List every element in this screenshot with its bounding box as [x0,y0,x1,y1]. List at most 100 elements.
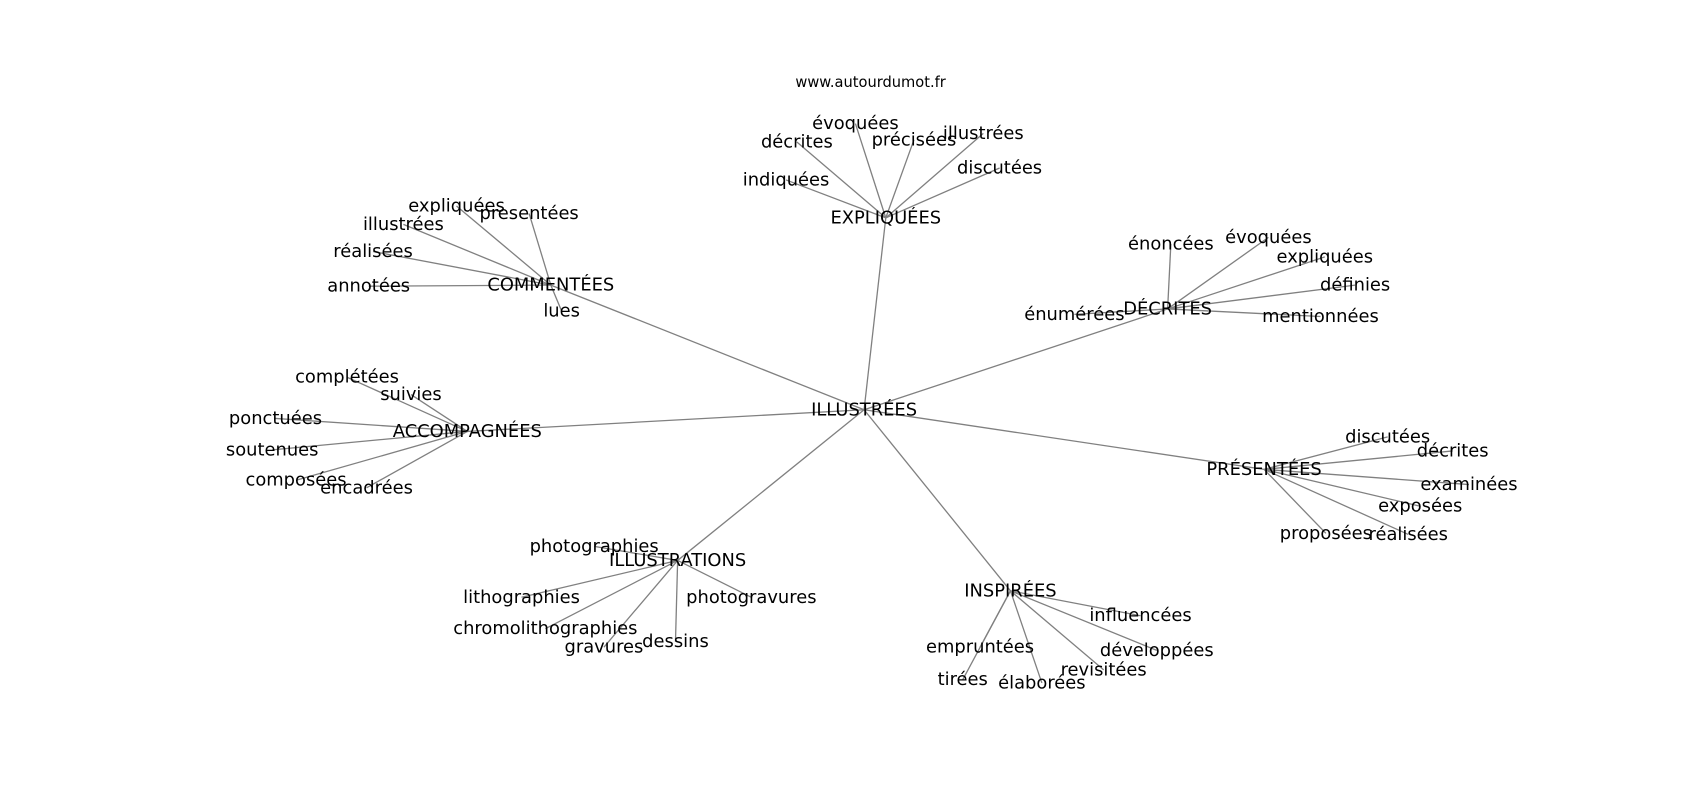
leaf-node-label[interactable]: photogravures [686,587,816,608]
edges [272,123,1470,684]
edge-hub-leaf [1264,468,1470,486]
edge-hub-leaf [366,430,468,489]
edge-center-hub [467,409,865,433]
leaf-node-label[interactable]: énumérées [1024,304,1124,325]
leaf-node-label[interactable]: ponctuées [229,408,322,429]
leaf-node-label[interactable]: décrites [1417,440,1489,461]
leaf-node-label[interactable]: illustrées [943,123,1024,144]
edge-hub-leaf [1263,468,1409,536]
edge-hub-leaf [1263,436,1388,471]
edge-center-hub [677,409,865,561]
leaf-node-label[interactable]: encadrées [320,477,413,498]
leaf-node-label[interactable]: composées [246,470,347,491]
edge-hub-leaf [885,139,915,219]
edge-center-hub [863,217,887,410]
edge-hub-leaf [1263,468,1421,507]
leaf-node-label[interactable]: évoquées [1225,227,1312,248]
edge-hub-leaf [1167,308,1321,318]
edge-hub-leaf [1009,590,1043,684]
hub-node-label[interactable]: PRÉSENTÉES [1206,458,1321,480]
leaf-node-label[interactable]: indiquées [743,169,830,190]
leaf-node-label[interactable]: lues [543,301,580,322]
leaf-node-label[interactable]: dessins [642,631,709,652]
hub-node-label[interactable]: DÉCRITES [1123,297,1212,319]
hub-node-label[interactable]: ACCOMPAGNÉES [393,420,542,442]
leaf-node-label[interactable]: exposées [1378,496,1462,517]
leaf-node-label[interactable]: annotées [327,276,410,297]
leaf-node-label[interactable]: examinées [1420,474,1517,495]
edge-hub-leaf [1010,590,1105,671]
leaf-node-label[interactable]: chromolithographies [453,618,637,639]
leaf-node-label[interactable]: soutenues [226,439,319,460]
edge-hub-leaf [1167,256,1326,310]
leaf-node-label[interactable]: élaborées [998,672,1085,693]
leaf-node-label[interactable]: énoncées [1128,233,1214,254]
site-title: www.autourdumot.fr [795,74,946,91]
edge-hub-leaf [1074,308,1168,316]
edge-center-hub [863,409,1011,592]
edge-hub-leaf [677,559,752,598]
center-node-label[interactable]: ILLUSTRÉES [811,398,917,420]
leaf-node-label[interactable]: précisées [872,129,957,150]
edge-hub-leaf [550,284,563,312]
leaf-node-label[interactable]: développées [1100,640,1214,661]
edge-hub-leaf [1167,236,1269,310]
edge-hub-leaf [1166,243,1172,309]
edge-hub-leaf [796,141,887,219]
leaf-node-label[interactable]: tirées [938,669,988,690]
edge-hub-leaf [410,394,468,432]
hub-node-label[interactable]: INSPIRÉES [964,579,1056,601]
leaf-node-label[interactable]: lithographies [463,587,580,608]
edge-hub-leaf [521,559,678,598]
leaf-node-label[interactable]: gravures [565,637,644,658]
leaf-node-label[interactable]: expliquées [408,195,505,216]
edge-hub-leaf [528,213,552,286]
leaf-node-label[interactable]: réalisées [333,241,412,262]
edge-hub-leaf [368,284,551,287]
edge-center-hub [863,308,1168,411]
edge-hub-leaf [854,123,887,219]
leaf-node-label[interactable]: discutées [957,158,1042,179]
leaf-node-label[interactable]: décrites [761,132,833,153]
leaf-node-label[interactable]: suivies [380,384,441,405]
hub-node-label[interactable]: ILLUSTRATIONS [609,550,746,571]
hub-node-label[interactable]: COMMENTÉES [487,274,614,296]
edge-hub-leaf [594,545,678,562]
edge-hub-leaf [885,132,984,219]
edge-hub-leaf [962,590,1012,680]
edge-hub-leaf [1010,590,1158,652]
edge-hub-leaf [785,179,887,219]
leaf-node-label[interactable]: complétées [295,367,399,388]
edge-hub-leaf [885,167,1000,219]
leaf-node-label[interactable]: photographies [530,536,659,557]
leaf-node-label[interactable]: évoquées [812,113,899,134]
edge-hub-leaf [1167,284,1356,310]
leaf-node-label[interactable]: réalisées [1369,524,1448,545]
edge-hub-leaf [272,430,468,451]
leaf-node-label[interactable]: influencées [1089,605,1191,626]
leaf-node-label[interactable]: mentionnées [1262,306,1379,327]
leaf-node-label[interactable]: discutées [1345,426,1430,447]
edge-hub-leaf [545,559,678,630]
edge-hub-leaf [1264,450,1453,471]
leaf-node-label[interactable]: illustrées [363,214,444,235]
leaf-node-label[interactable]: proposées [1280,523,1372,544]
leaf-node-label[interactable]: définies [1320,275,1390,296]
edge-hub-leaf [295,430,468,481]
edge-hub-leaf [1010,590,1141,617]
edge-hub-leaf [403,223,552,286]
edge-hub-leaf [275,417,468,433]
leaf-node-label[interactable]: revisitées [1061,659,1147,680]
edge-hub-leaf [372,250,551,286]
leaf-node-label[interactable]: empruntées [926,637,1034,658]
edge-hub-leaf [603,560,679,648]
edge-hub-leaf [346,376,468,433]
leaf-node-label[interactable]: expliquées [1277,246,1374,267]
leaf-node-label[interactable]: presentées [480,203,579,224]
edge-hub-leaf [456,205,552,286]
hub-node-label[interactable]: EXPLIQUÉES [830,206,941,228]
edge-center-hub [863,409,1265,471]
